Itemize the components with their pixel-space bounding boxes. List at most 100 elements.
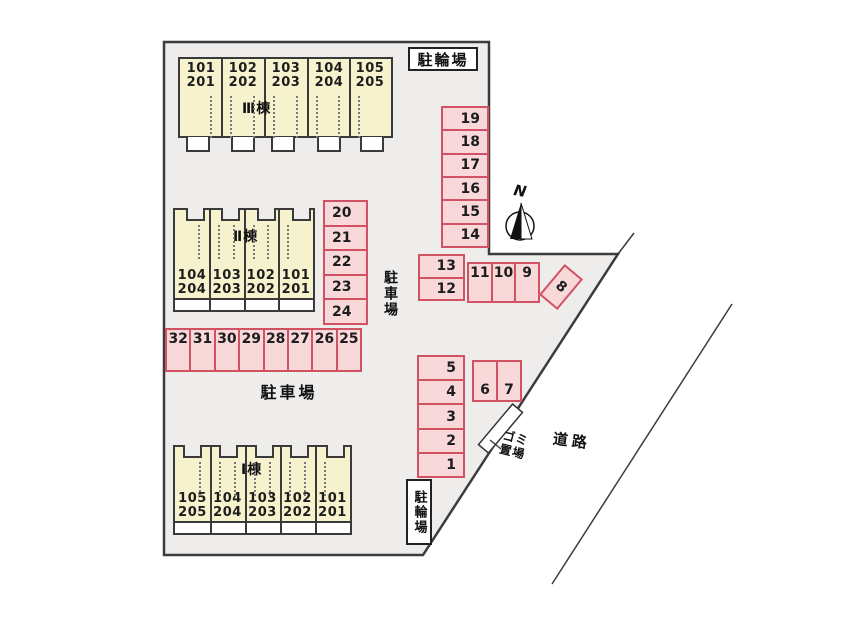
parking-row-32-25: 32 31 30 29 28 27 26 25 <box>165 328 362 372</box>
building-1: 105 205 104 204 103 203 102 202 101 201 … <box>173 445 352 535</box>
parking-space-2: 2 <box>419 427 463 452</box>
building-1-divider <box>210 447 212 533</box>
parking-space-17: 17 <box>443 152 487 176</box>
parking-space-10: 10 <box>490 264 515 301</box>
b1-unit-102-202: 102 202 <box>283 491 312 520</box>
parking-space-5: 5 <box>446 360 456 377</box>
parking-space-11: 11 <box>470 265 490 281</box>
parking-space-26: 26 <box>311 330 335 370</box>
b2-unit-104-204: 104 204 <box>177 268 207 297</box>
parking-row-6-7: 6 7 <box>472 360 522 402</box>
building-1-divider <box>280 447 282 533</box>
parking-space-15: 15 <box>443 199 487 222</box>
b1-entrance-notch <box>290 445 309 458</box>
parking-space-19: 19 <box>460 110 480 127</box>
b2-stair-dashes <box>233 225 255 259</box>
b3-entrance-stoop <box>360 137 384 152</box>
compass-needle-dark <box>510 203 521 239</box>
parking-space-13: 13 <box>436 258 456 275</box>
b1-unit-101-201: 101 201 <box>318 491 347 520</box>
building-1-label: Ⅰ棟 <box>241 462 263 478</box>
building-3-divider <box>349 59 351 136</box>
compass-needle-light <box>520 202 533 240</box>
parking-space-14: 14 <box>443 222 487 246</box>
building-3-divider <box>307 59 309 136</box>
b2-entrance-notch <box>257 208 276 221</box>
building-2-divider <box>278 210 280 310</box>
parking-space-12: 12 <box>420 276 463 300</box>
parking-space-22: 22 <box>325 249 366 274</box>
parking-space-31: 31 <box>189 330 213 370</box>
building-3-divider <box>264 59 266 136</box>
parking-space-24: 24 <box>325 298 366 323</box>
b1-stair-dashes <box>269 462 291 496</box>
b1-entrance-notch <box>219 445 238 458</box>
b2-stair-dashes <box>267 225 289 259</box>
garbage-station-shape <box>477 402 524 455</box>
b3-entrance-stoop <box>317 137 341 152</box>
b3-unit-101-201: 101 201 <box>186 61 216 90</box>
b1-unit-104-204: 104 204 <box>213 491 242 520</box>
b3-stair-dashes <box>210 96 232 138</box>
parking-space-18: 18 <box>443 129 487 152</box>
building-2-divider <box>244 210 246 310</box>
b1-stair-dashes <box>199 462 221 496</box>
b3-stair-dashes <box>253 96 275 138</box>
b3-unit-103-203: 103 203 <box>271 61 301 90</box>
parking-block-13-12: 13 12 <box>418 254 465 301</box>
parking-column-19-14: 19 18 17 16 15 14 <box>441 106 489 248</box>
parking-space-4: 4 <box>419 379 463 403</box>
b3-stair-dashes <box>338 96 360 138</box>
building-1-divider <box>245 447 247 533</box>
b2-stair-dashes <box>198 225 220 259</box>
parking-column-20-24: 20 21 22 23 24 <box>323 200 368 325</box>
b3-unit-104-204: 104 204 <box>314 61 344 90</box>
b3-unit-102-202: 102 202 <box>228 61 258 90</box>
parking-space-21: 21 <box>325 224 366 250</box>
building-2-divider <box>209 210 211 310</box>
parking-space-16: 16 <box>443 175 487 199</box>
b3-entrance-stoop <box>271 137 295 152</box>
b1-entrance-notch <box>326 445 345 458</box>
b2-unit-101-201: 101 201 <box>281 268 311 297</box>
building-1-balcony-strip <box>175 521 350 533</box>
b2-entrance-notch <box>186 208 205 221</box>
parking-space-25: 25 <box>335 330 360 370</box>
b1-unit-103-203: 103 203 <box>248 491 277 520</box>
parking-space-28: 28 <box>262 330 287 370</box>
b1-entrance-notch <box>183 445 202 458</box>
parking-space-23: 23 <box>325 273 366 299</box>
bicycle-parking-label-bottom: 駐輪場 <box>406 479 432 545</box>
parking-space-6: 6 <box>480 382 490 398</box>
building-3-divider <box>221 59 223 136</box>
parking-space-27: 27 <box>286 330 311 370</box>
parking-space-29: 29 <box>238 330 262 370</box>
parking-space-20: 20 <box>332 205 352 222</box>
parking-row-11-9: 11 10 9 <box>467 262 540 303</box>
north-compass <box>505 202 535 241</box>
building-2-label: Ⅱ棟 <box>233 229 259 245</box>
b3-entrance-stoop <box>231 137 255 152</box>
b1-unit-105-205: 105 205 <box>178 491 207 520</box>
boundary-extension-line <box>617 232 635 255</box>
building-2: 104 204 103 203 102 202 101 201 Ⅱ棟 <box>173 208 315 312</box>
parking-column-5-1: 5 4 3 2 1 <box>417 355 465 478</box>
b1-entrance-notch <box>255 445 274 458</box>
car-parking-label-main: 駐車場 <box>260 383 318 402</box>
b3-unit-105-205: 105 205 <box>355 61 385 90</box>
b2-unit-103-203: 103 203 <box>212 268 242 297</box>
parking-space-9: 9 <box>514 264 538 301</box>
b2-entrance-notch <box>292 208 311 221</box>
b1-stair-dashes <box>304 462 326 496</box>
parking-space-32: 32 <box>168 331 188 347</box>
road-edge-line <box>551 303 733 585</box>
parking-space-1: 1 <box>419 451 463 476</box>
b3-stair-dashes <box>296 96 318 138</box>
car-parking-label-side: 駐車場 <box>382 270 398 318</box>
parking-space-3: 3 <box>419 403 463 427</box>
b2-entrance-notch <box>221 208 240 221</box>
b2-unit-102-202: 102 202 <box>246 268 276 297</box>
bicycle-parking-label-top: 駐輪場 <box>408 47 478 71</box>
